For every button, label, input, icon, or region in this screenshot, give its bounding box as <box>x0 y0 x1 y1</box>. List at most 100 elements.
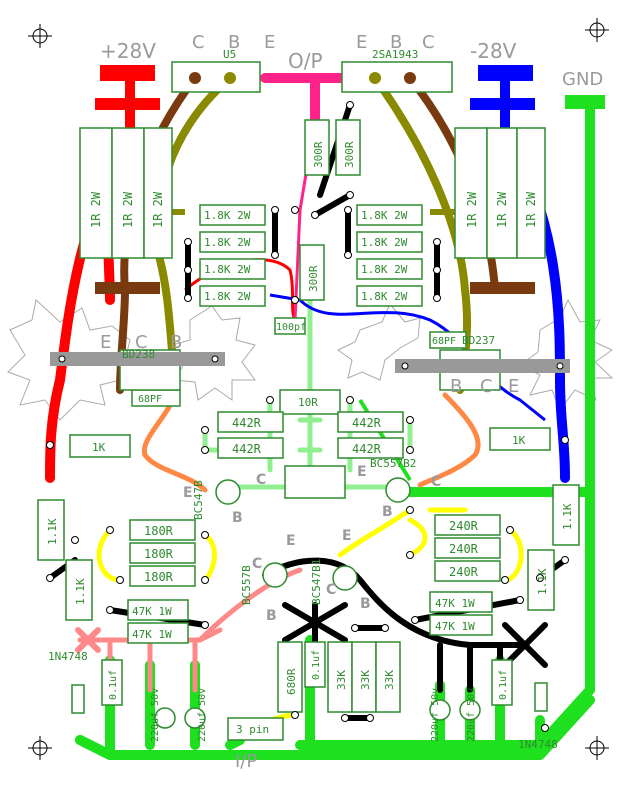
resistor-1k8-d-label: 1.8K 2W <box>204 290 251 303</box>
cap-100pf-box <box>274 317 306 335</box>
bc547b-left-label: BC547B <box>192 480 205 520</box>
labels-1k8-2w-left: 1.8K 2W 1.8K 2W 1.8K 2W 1.8K 2W <box>204 209 251 303</box>
2sa1943-label: 2SA1943 <box>372 48 418 61</box>
resistor-1k-right-label: 1K <box>512 434 526 447</box>
orange-traces <box>141 392 481 493</box>
small-transistors <box>215 477 411 591</box>
resistor-33k-b-label: 33K <box>359 670 372 690</box>
bc547b-left-pin-b: B <box>232 510 243 526</box>
resistor-1k1-b-label: 1.1K <box>74 578 87 605</box>
resistor-1k1-a-box <box>37 499 65 561</box>
resistor-1k8-a-label: 1.8K 2W <box>204 209 251 222</box>
bd238-label: BD238 <box>122 348 155 361</box>
cap-01uf-right-label: 0.1uf <box>498 670 509 700</box>
resistor-240r-a-box <box>434 514 501 536</box>
cap-220uf-d-label: 220uf 50v <box>466 688 477 742</box>
resistor-47k-a-box <box>127 599 189 621</box>
resistor-1k8-g-label: 1.8K 2W <box>361 263 408 276</box>
crosshair-mark-bottom-right <box>585 736 609 760</box>
resistor-47k-b-label: 47K 1W <box>132 628 172 641</box>
bc557b2-pin-c: C <box>431 474 441 490</box>
bc547b1-pin-e: E <box>342 528 352 544</box>
pos-rail-pad <box>95 98 160 110</box>
resistor-group-1k8-left <box>199 204 266 307</box>
resistor-300r-a-box <box>304 119 330 176</box>
resistor-300r-c-box <box>299 244 325 301</box>
resistor-33k-a-box <box>327 641 353 713</box>
gnd-label: GND <box>562 69 603 90</box>
u5-pin-c: C <box>192 32 205 53</box>
resistor-180r-b-label: 180R <box>144 547 174 561</box>
resistor-1r-e-label: 1R 2W <box>495 191 509 228</box>
bd237-pin-c: C <box>480 376 493 397</box>
u5-pin-b: B <box>228 32 240 53</box>
resistor-442r-c-box <box>337 411 404 433</box>
cap-68pf-right-label: 68PF <box>432 336 456 347</box>
resistor-180r-b-box <box>129 542 196 564</box>
pads <box>46 101 569 732</box>
resistor-1k-left-label: 1K <box>92 441 106 454</box>
resistor-33k-c-box <box>375 641 401 713</box>
neg-terminal-pad <box>478 65 533 81</box>
diode-left-label: 1N4748 <box>48 650 88 663</box>
resistor-1k8-c-label: 1.8K 2W <box>204 263 251 276</box>
cap-100pf-label: 100pf <box>276 322 306 333</box>
resistor-1k1-c-label: 1.1K <box>561 503 574 530</box>
bc557b2-label: BC557B2 <box>370 457 416 470</box>
resistor-1r-b-label: 1R 2W <box>121 191 135 228</box>
trim-block-box <box>284 465 346 499</box>
resistor-300r-a-label: 300R <box>312 141 325 168</box>
resistor-47k-b-box <box>127 622 189 644</box>
resistor-240r-a-label: 240R <box>449 519 479 533</box>
resistor-240r-b-box <box>434 537 501 559</box>
resistor-1k1-c-box <box>552 484 580 546</box>
brown-pad-left <box>95 282 160 294</box>
gnd-terminal-pad <box>565 95 605 109</box>
resistor-442r-d-box <box>337 437 404 459</box>
resistor-1k8-b-label: 1.8K 2W <box>204 236 251 249</box>
bd238-pin-e: E <box>100 332 111 353</box>
u5-pin-e: E <box>264 32 275 53</box>
resistor-680r-label: 680R <box>285 668 298 695</box>
neg-supply-label: -28V <box>470 39 517 63</box>
bc557b-pin-e: E <box>286 533 296 549</box>
bc547b-left-pin-c: C <box>256 472 266 488</box>
resistor-442r-a-box <box>217 411 284 433</box>
crosshair-mark-top-right <box>585 18 609 42</box>
resistor-442r-a-label: 442R <box>232 416 262 430</box>
input-connector-box <box>227 717 284 741</box>
cap-01uf-left-label: 0.1uf <box>108 670 119 700</box>
resistor-group-1r-left <box>79 127 173 259</box>
crosshair-mark-top-left <box>28 24 52 48</box>
diode-right-body <box>534 682 548 712</box>
input-label: I/P <box>235 751 257 772</box>
resistor-1r-c-label: 1R 2W <box>151 191 165 228</box>
labels-1r-2w-left: 1R 2W 1R 2W 1R 2W <box>89 191 165 228</box>
resistor-1r-d-label: 1R 2W <box>465 191 479 228</box>
output-label: O/P <box>288 49 323 73</box>
resistor-33k-b-box <box>351 641 377 713</box>
resistor-group-1r-right <box>454 127 546 259</box>
output-trace <box>260 73 350 125</box>
resistor-1k1-b-box <box>65 559 93 621</box>
resistor-180r-a-box <box>129 519 196 541</box>
cap-220uf-a-label: 220uf 50v <box>150 688 161 742</box>
diode-right-label: 1N4748 <box>518 738 558 751</box>
bd237-pin-e: E <box>508 376 519 397</box>
bc557b2-pin-b: B <box>382 504 393 520</box>
resistor-47k-d-box <box>429 614 493 636</box>
resistor-442r-b-box <box>217 437 284 459</box>
bc557b-label: BC557B <box>240 565 253 605</box>
resistor-47k-d-label: 47K 1W <box>435 620 475 633</box>
2sa1943-pin-e: E <box>356 32 367 53</box>
resistor-240r-c-label: 240R <box>449 565 479 579</box>
resistor-33k-c-label: 33K <box>383 670 396 690</box>
electrolytic-capacitors <box>154 699 481 729</box>
resistor-240r-c-box <box>434 560 501 582</box>
bc547b1-label: BC547B1 <box>310 559 323 605</box>
resistor-1k-left-box <box>69 434 131 458</box>
bd237-label: BD237 <box>462 334 495 347</box>
bc557b-pin-b: B <box>266 608 277 624</box>
cap-01uf-centre-box <box>304 641 326 688</box>
